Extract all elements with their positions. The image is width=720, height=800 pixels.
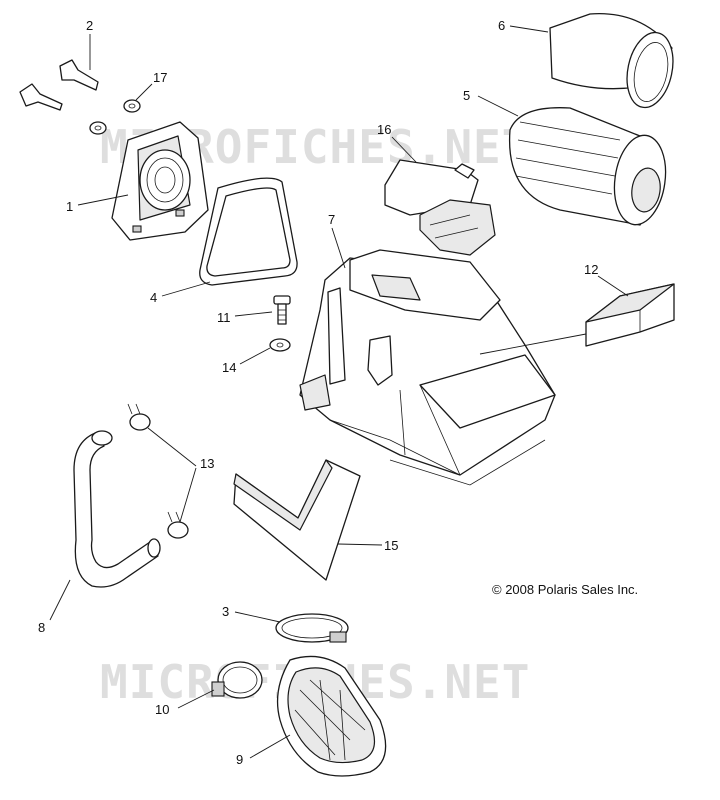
callout-7: 7: [328, 212, 335, 227]
callout-5: 5: [463, 88, 470, 103]
callout-14: 14: [222, 360, 236, 375]
callout-17: 17: [153, 70, 167, 85]
callout-labels: 1 2 3 4 5 6 7 8 9 10 11 12 13 14 15 16 1…: [38, 18, 598, 767]
callout-2: 2: [86, 18, 93, 33]
part-3-large-clamp: [275, 613, 349, 643]
part-13-hose-clamps: [127, 403, 189, 539]
callout-9: 9: [236, 752, 243, 767]
part-17-washers: [89, 99, 141, 135]
leader-lines: [49, 25, 629, 759]
copyright-notice: © 2008 Polaris Sales Inc.: [492, 582, 638, 597]
part-2-thumb-screws: [19, 59, 99, 111]
part-12-foam-block: [585, 283, 675, 347]
callout-1: 1: [66, 199, 73, 214]
callout-16: 16: [377, 122, 391, 137]
part-5-filter-element: [508, 107, 667, 226]
callout-15: 15: [384, 538, 398, 553]
part-14-washer: [269, 338, 291, 352]
callout-11: 11: [217, 310, 231, 325]
part-4-gasket: [199, 177, 298, 286]
callout-12: 12: [584, 262, 598, 277]
part-7-airbox-housing: [299, 249, 556, 486]
part-16-inlet-duct: [384, 159, 496, 256]
part-15-foam-chevron: [233, 459, 361, 581]
callout-8: 8: [38, 620, 45, 635]
callout-6: 6: [498, 18, 505, 33]
callout-10: 10: [155, 702, 169, 717]
callout-3: 3: [222, 604, 229, 619]
part-8-hose: [73, 430, 161, 588]
callout-4: 4: [150, 290, 157, 305]
part-11-bolt: [273, 295, 291, 325]
part-9-boot: [276, 655, 387, 777]
part-6-filter-sleeve: [549, 12, 674, 109]
part-10-small-clamp: [211, 661, 263, 699]
part-1-mount-bracket: [111, 121, 209, 241]
callout-13: 13: [200, 456, 214, 471]
